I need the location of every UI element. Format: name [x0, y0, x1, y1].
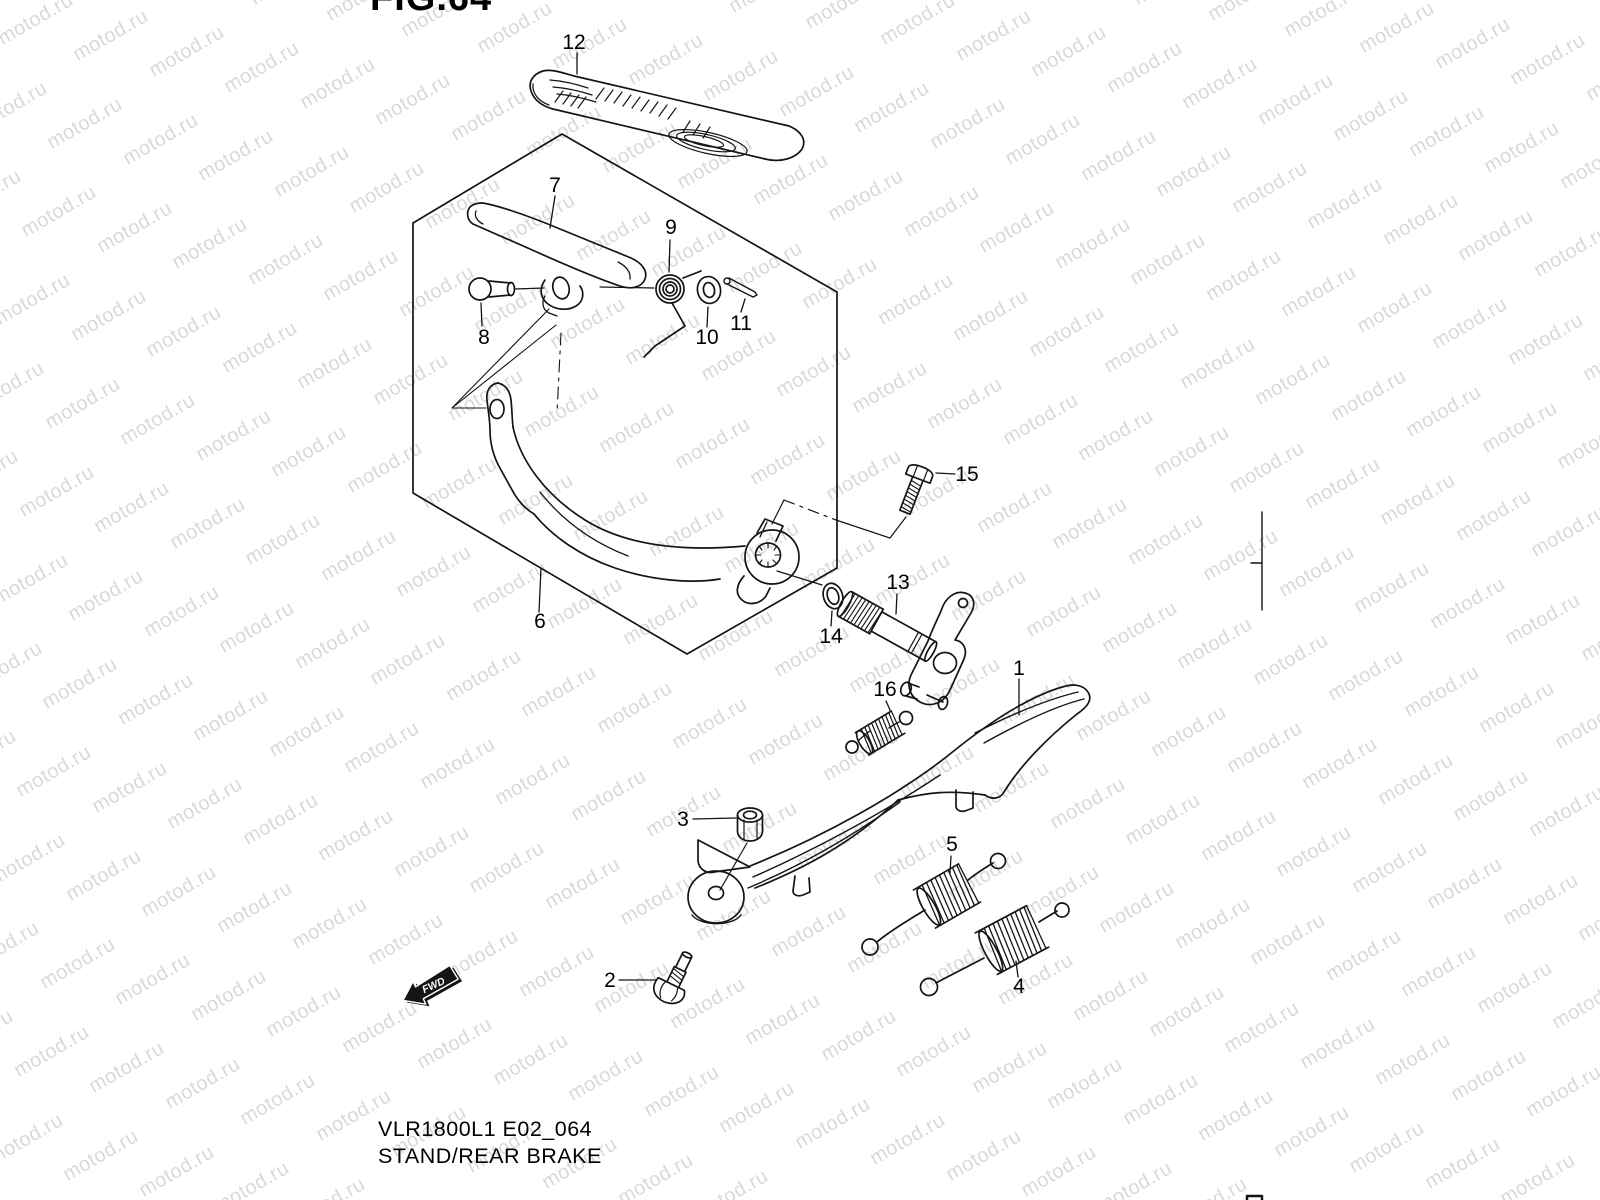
part-label-11: 11 [730, 312, 752, 335]
part-drawing-pad-spring [599, 270, 702, 358]
projection-lines [451, 308, 562, 414]
figure-caption: STAND/REAR BRAKE [378, 1144, 602, 1168]
part-drawing-stand [687, 684, 1091, 925]
part-drawing-footboard [529, 69, 805, 162]
part-drawing-pedal-pad [466, 202, 647, 317]
part-label-3: 3 [677, 808, 689, 831]
part-drawing-cotter-pin [723, 277, 758, 298]
figure-title: FIG.64 [370, 0, 492, 20]
part-label-12: 12 [562, 31, 586, 54]
part-label-14: 14 [819, 625, 843, 648]
part-drawing-brake-pedal [486, 382, 800, 605]
part-drawing-pad-bolt [468, 277, 545, 301]
part-drawing-nut [736, 807, 764, 842]
pinch-bolt-line [771, 499, 907, 539]
fwd-arrow: FWD [402, 964, 462, 1007]
part-label-4: 4 [1013, 975, 1025, 998]
assembly-box [412, 133, 838, 655]
reference-mark [1250, 511, 1263, 611]
part-drawing-washer-10 [696, 275, 722, 305]
part-drawing-spring-16 [845, 710, 914, 756]
part-drawing-spring-4 [919, 902, 1070, 997]
part-label-1: 1 [1013, 657, 1025, 680]
part-drawing-bolt-15 [898, 464, 934, 516]
part-label-16: 16 [873, 678, 897, 701]
part-label-5: 5 [946, 833, 958, 856]
part-drawing-pivot-bolt [652, 951, 693, 1005]
figure-code: VLR1800L1 E02_064 [378, 1117, 593, 1141]
part-label-9: 9 [665, 216, 677, 239]
part-drawing-washer-14 [776, 570, 844, 610]
part-label-6: 6 [534, 610, 546, 633]
part-label-8: 8 [478, 326, 490, 349]
part-drawing-brake-rod [836, 590, 975, 711]
page-corner-box [1245, 1194, 1264, 1200]
part-label-15: 15 [955, 463, 979, 486]
part-label-7: 7 [549, 174, 561, 197]
part-drawing-spring-5 [861, 852, 1007, 956]
part-label-13: 13 [886, 571, 910, 594]
part-label-10: 10 [695, 326, 719, 349]
part-label-2: 2 [604, 969, 616, 992]
